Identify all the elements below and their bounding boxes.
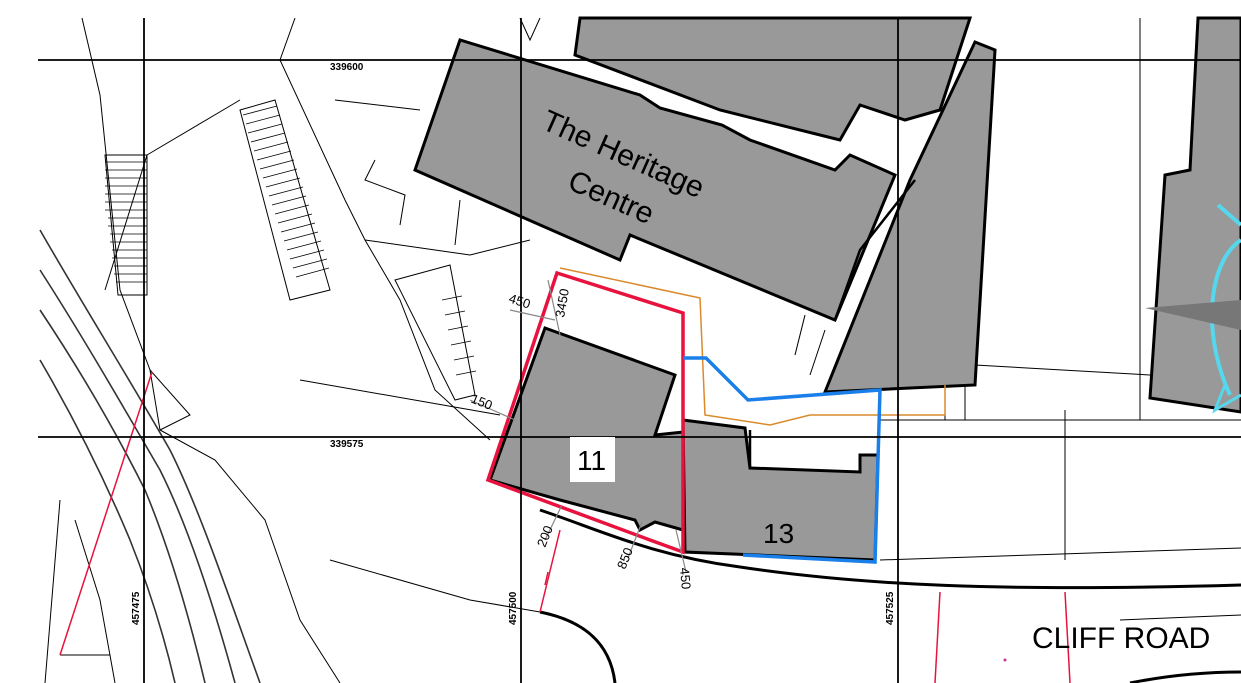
plot-13-boundary: [683, 356, 882, 564]
heritage-centre-north-block: [573, 16, 973, 142]
stair-hatching: [105, 105, 477, 376]
north-arrow-icon: [1145, 203, 1241, 414]
grid-label-north-top: 339600: [330, 62, 364, 73]
railway-tracks: [39, 229, 261, 683]
dimension-450-bottom: 450: [677, 567, 694, 590]
plot-13-number: 13: [763, 518, 794, 549]
east-building: [822, 40, 997, 394]
dimension-leaders: [469, 279, 687, 573]
dimension-850: 850: [614, 545, 636, 571]
dimension-200: 200: [534, 523, 556, 549]
plot-11-label-box: [570, 437, 615, 482]
cliff-road-label: CLIFF ROAD: [1032, 622, 1210, 655]
dimension-3450: 3450: [552, 287, 572, 318]
red-boundary-lines: [59, 371, 1071, 683]
dimension-450-top: 450: [507, 291, 532, 312]
grid-label-east-left: 457475: [131, 591, 142, 625]
buildings: [413, 16, 1241, 562]
survey-point-marker: [1003, 658, 1007, 662]
grid-label-east-mid: 457500: [508, 591, 519, 625]
grid-label-north-mid: 339575: [330, 439, 364, 450]
grid-label-east-right: 457525: [885, 591, 896, 625]
plot-11-number: 11: [577, 445, 606, 476]
plot-11-boundary: [485, 270, 685, 555]
plot-11-building: [488, 326, 685, 533]
heritage-centre-building: [413, 38, 897, 322]
survey-grid: [38, 18, 1241, 683]
cliff-road-kerbs: [539, 508, 1241, 683]
yard-boundary-orange: [559, 267, 946, 426]
